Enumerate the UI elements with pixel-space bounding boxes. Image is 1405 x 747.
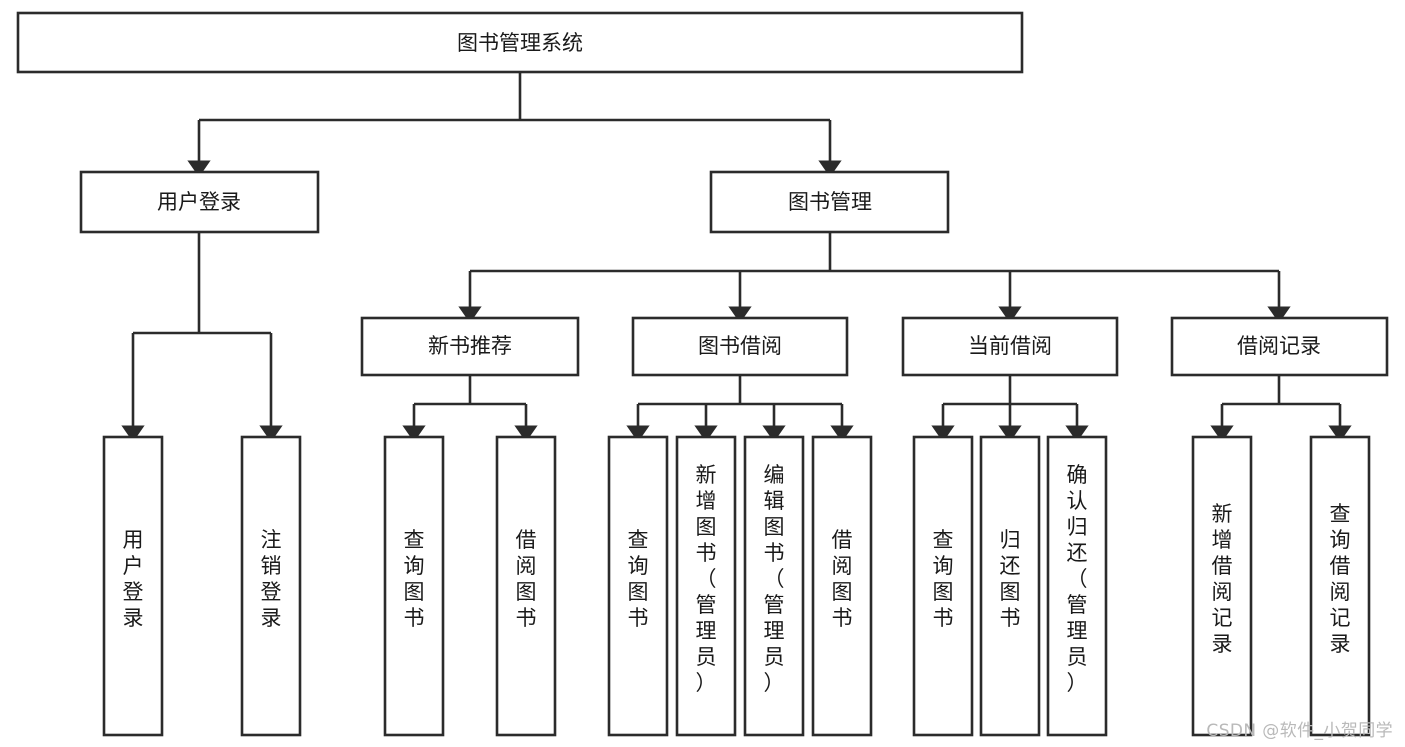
connector-book-mgmt-to-level3	[458, 232, 1291, 324]
connector-current-to-leaves	[931, 375, 1089, 443]
leaf-new-book-query[interactable]: 查询图书	[383, 435, 445, 737]
leaf-current-query[interactable]: 查询图书	[912, 435, 974, 737]
leaf-records-add-label: 新增借阅记录	[1212, 502, 1233, 656]
leaf-borrow-add-book-label: 新增图书（管理员）	[696, 463, 717, 695]
leaf-current-confirm-return-label: 确认归还（管理员）	[1067, 463, 1088, 695]
node-new-book-recommend[interactable]: 新书推荐	[360, 316, 580, 377]
leaf-records-add[interactable]: 新增借阅记录	[1191, 435, 1253, 737]
leaf-current-confirm-return[interactable]: 确认归还（管理员）	[1046, 435, 1108, 737]
leaf-borrow-query-label: 查询图书	[628, 528, 649, 630]
leaf-user-login-label: 用户登录	[123, 528, 144, 630]
csdn-watermark: CSDN @软件_小贺同学	[1206, 721, 1393, 741]
connector-borrow-to-leaves	[626, 375, 854, 443]
node-root-label: 图书管理系统	[457, 31, 583, 55]
leaf-borrow-add-book[interactable]: 新增图书（管理员）	[675, 435, 737, 737]
node-user-login[interactable]: 用户登录	[79, 170, 320, 234]
leaf-user-login[interactable]: 用户登录	[102, 435, 164, 737]
node-current-borrow[interactable]: 当前借阅	[901, 316, 1119, 377]
leaf-new-book-borrow-label: 借阅图书	[516, 528, 537, 630]
node-new-book-recommend-label: 新书推荐	[428, 334, 512, 358]
leaf-borrow-query[interactable]: 查询图书	[607, 435, 669, 737]
leaf-borrow-book-label: 借阅图书	[832, 528, 853, 630]
leaf-borrow-book[interactable]: 借阅图书	[811, 435, 873, 737]
node-book-management[interactable]: 图书管理	[709, 170, 950, 234]
node-book-management-label: 图书管理	[788, 190, 872, 214]
node-book-borrow[interactable]: 图书借阅	[631, 316, 849, 377]
node-root[interactable]: 图书管理系统	[16, 11, 1024, 74]
connector-records-to-leaves	[1210, 375, 1352, 443]
leaf-current-query-label: 查询图书	[933, 528, 954, 630]
connector-root-to-level2	[187, 72, 842, 178]
leaf-borrow-edit-book[interactable]: 编辑图书（管理员）	[743, 435, 805, 737]
leaf-logout-label: 注销登录	[261, 528, 282, 630]
leaf-new-book-borrow[interactable]: 借阅图书	[495, 435, 557, 737]
node-borrow-records-label: 借阅记录	[1237, 334, 1321, 358]
leaf-logout[interactable]: 注销登录	[240, 435, 302, 737]
leaf-new-book-query-label: 查询图书	[404, 528, 425, 630]
connector-user-login-to-leaves	[121, 232, 283, 443]
leaf-records-query[interactable]: 查询借阅记录	[1309, 435, 1371, 737]
node-user-login-label: 用户登录	[157, 190, 241, 214]
leaf-records-query-label: 查询借阅记录	[1330, 502, 1351, 656]
leaf-current-return-label: 归还图书	[1000, 528, 1021, 630]
leaf-current-return[interactable]: 归还图书	[979, 435, 1041, 737]
node-borrow-records[interactable]: 借阅记录	[1170, 316, 1389, 377]
connector-new-book-to-leaves	[402, 375, 538, 443]
node-book-borrow-label: 图书借阅	[698, 334, 782, 358]
leaf-borrow-edit-book-label: 编辑图书（管理员）	[764, 463, 785, 695]
node-current-borrow-label: 当前借阅	[968, 334, 1052, 358]
